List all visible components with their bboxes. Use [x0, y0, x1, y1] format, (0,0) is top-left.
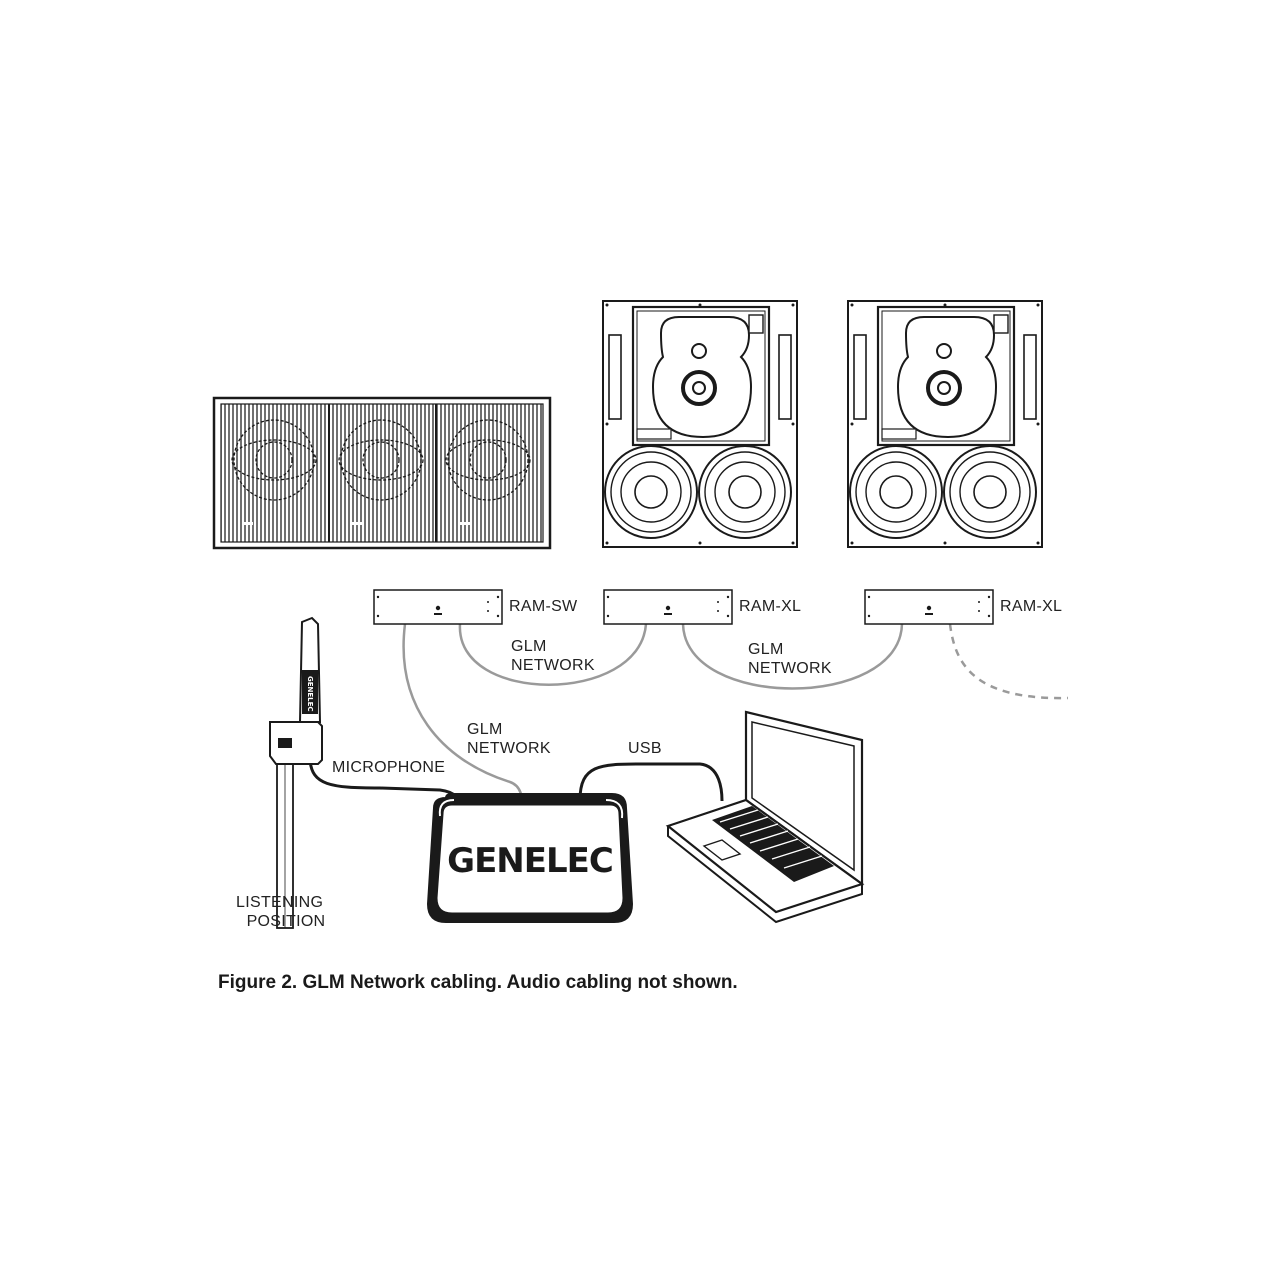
label-glm-network-2: GLM NETWORK: [748, 641, 832, 677]
label-glm-network-3: GLM NETWORK: [467, 721, 551, 757]
label-glm-network-2-line1: GLM: [748, 641, 784, 658]
label-glm-network-3-line2: NETWORK: [467, 740, 551, 757]
cables: [402, 623, 1069, 801]
label-glm-network-1-line1: GLM: [511, 638, 547, 655]
label-glm-network-1-line2: NETWORK: [511, 657, 595, 674]
main-monitor-left: [602, 300, 798, 548]
cable-ram-xl-to-ram-xl: [681, 623, 904, 690]
cable-ram-xl-onward: [948, 623, 1069, 700]
subwoofer: [212, 396, 552, 550]
ram-xl-unit-2: [864, 589, 994, 625]
main-monitor-right: [847, 300, 1043, 548]
label-glm-network-1: GLM NETWORK: [511, 638, 595, 674]
label-listening-position: LISTENING POSITION: [236, 894, 328, 930]
laptop: [665, 710, 865, 924]
label-ram-xl-1: RAM-XL: [739, 598, 801, 615]
cable-ram-sw-to-ram-xl: [458, 623, 648, 686]
label-usb: USB: [628, 740, 662, 757]
label-ram-sw: RAM-SW: [509, 598, 578, 615]
measurement-microphone: GENELEC: [269, 616, 323, 929]
ram-sw-unit: [373, 589, 503, 625]
label-listening-position-line2: POSITION: [247, 913, 326, 930]
svg-text:GENELEC: GENELEC: [306, 676, 314, 712]
figure-caption: Figure 2. GLM Network cabling. Audio cab…: [218, 972, 738, 993]
label-glm-network-2-line2: NETWORK: [748, 660, 832, 677]
glm-adapter: GENELEC: [426, 793, 634, 923]
label-ram-xl-2: RAM-XL: [1000, 598, 1062, 615]
label-listening-position-line1: LISTENING: [236, 894, 323, 911]
ram-xl-unit-1: [603, 589, 733, 625]
usb-cable: [578, 762, 724, 802]
adapter-brand-label: GENELEC: [447, 841, 613, 881]
label-microphone: MICROPHONE: [332, 759, 445, 776]
label-glm-network-3-line1: GLM: [467, 721, 503, 738]
